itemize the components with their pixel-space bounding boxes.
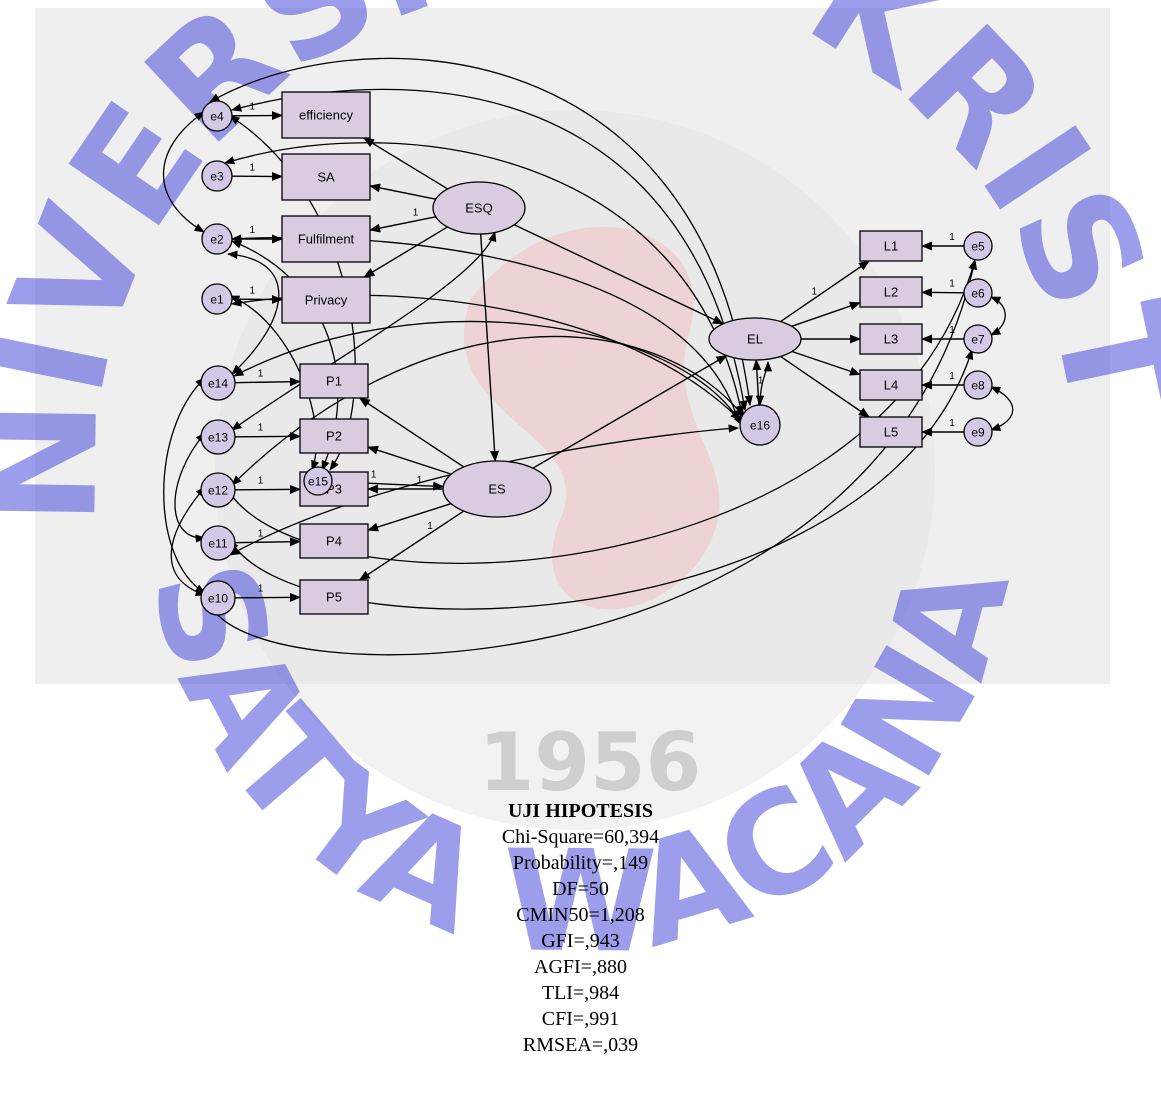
path-e13-to-P2 bbox=[235, 436, 300, 437]
path-weight-label: 1 bbox=[949, 279, 955, 290]
node-SA: SA bbox=[282, 154, 370, 200]
node-ESQ: ESQ bbox=[433, 182, 525, 234]
node-label-P5: P5 bbox=[326, 590, 342, 605]
path-weight-label: 1 bbox=[249, 162, 255, 173]
node-label-e2: e2 bbox=[210, 232, 224, 246]
fit-tli: TLI=,984 bbox=[0, 980, 1161, 1006]
fit-chi-square: Chi-Square=60,394 bbox=[0, 824, 1161, 850]
node-e8: e8 bbox=[964, 371, 992, 399]
node-label-e3: e3 bbox=[210, 169, 224, 183]
path-weight-label: 1 bbox=[949, 232, 955, 243]
path-weight-label: 1 bbox=[949, 371, 955, 382]
node-label-e15: e15 bbox=[308, 474, 328, 488]
node-e12: e12 bbox=[201, 473, 235, 507]
node-label-EL: EL bbox=[747, 332, 763, 347]
path-weight-label: 1 bbox=[250, 225, 256, 236]
node-e2: e2 bbox=[202, 224, 232, 254]
node-e9: e9 bbox=[964, 418, 992, 446]
node-e15: e15 bbox=[304, 467, 332, 495]
node-ES: ES bbox=[443, 461, 551, 517]
node-e16: e16 bbox=[740, 405, 780, 445]
node-label-e10: e10 bbox=[208, 591, 228, 605]
node-label-e6: e6 bbox=[971, 286, 985, 300]
node-label-e5: e5 bbox=[971, 239, 985, 253]
path-weight-label: 1 bbox=[249, 102, 255, 113]
path-weight-label: 1 bbox=[427, 521, 433, 532]
path-weight-label: 1 bbox=[258, 368, 264, 379]
path-weight-label: 1 bbox=[258, 423, 264, 434]
node-efficiency: efficiency bbox=[282, 92, 370, 138]
path-weight-label: 1 bbox=[417, 475, 423, 486]
node-label-e12: e12 bbox=[208, 483, 228, 497]
node-label-e16: e16 bbox=[750, 418, 770, 432]
node-label-e11: e11 bbox=[208, 536, 227, 550]
node-P1: P1 bbox=[300, 364, 368, 398]
node-label-L4: L4 bbox=[884, 378, 898, 393]
path-weight-label: 1 bbox=[949, 418, 955, 429]
fit-df: DF=50 bbox=[0, 876, 1161, 902]
node-label-P1: P1 bbox=[326, 374, 342, 389]
node-label-L5: L5 bbox=[884, 425, 898, 440]
path-e10-to-P5 bbox=[235, 597, 300, 598]
node-L5: L5 bbox=[860, 417, 922, 447]
fit-cfi: CFI=,991 bbox=[0, 1006, 1161, 1032]
node-L2: L2 bbox=[860, 277, 922, 307]
path-e12-to-P3 bbox=[235, 489, 300, 490]
node-e5: e5 bbox=[964, 232, 992, 260]
node-P4: P4 bbox=[300, 524, 368, 558]
node-L4: L4 bbox=[860, 370, 922, 400]
node-e3: e3 bbox=[202, 161, 232, 191]
node-label-ESQ: ESQ bbox=[465, 201, 492, 216]
node-label-Privacy: Privacy bbox=[305, 293, 348, 308]
node-e1: e1 bbox=[202, 284, 232, 314]
node-EL: EL bbox=[709, 318, 801, 360]
node-e4: e4 bbox=[202, 101, 232, 131]
path-weight-label: 1 bbox=[258, 584, 264, 595]
node-e10: e10 bbox=[201, 581, 235, 615]
node-L1: L1 bbox=[860, 231, 922, 261]
node-label-ES: ES bbox=[488, 482, 506, 497]
node-label-Fulfilment: Fulfilment bbox=[298, 232, 355, 247]
node-label-e9: e9 bbox=[971, 425, 985, 439]
node-label-e4: e4 bbox=[210, 109, 224, 123]
node-label-L3: L3 bbox=[884, 332, 898, 347]
node-Fulfilment: Fulfilment bbox=[282, 216, 370, 262]
fit-rmsea: RMSEA=,039 bbox=[0, 1032, 1161, 1058]
path-weight-label: 1 bbox=[249, 285, 255, 296]
node-label-e1: e1 bbox=[210, 292, 224, 306]
node-Privacy: Privacy bbox=[282, 277, 370, 323]
node-e7: e7 bbox=[964, 325, 992, 353]
node-label-efficiency: efficiency bbox=[299, 108, 353, 123]
path-weight-label: 1 bbox=[371, 469, 377, 480]
node-L3: L3 bbox=[860, 324, 922, 354]
fit-agfi: AGFI=,880 bbox=[0, 954, 1161, 980]
path-weight-label: 1 bbox=[812, 286, 818, 297]
node-e14: e14 bbox=[201, 366, 235, 400]
node-e13: e13 bbox=[201, 420, 235, 454]
node-label-L1: L1 bbox=[884, 239, 898, 254]
path-weight-label: 1 bbox=[258, 476, 264, 487]
fit-statistics: UJI HIPOTESIS Chi-Square=60,394 Probabil… bbox=[0, 798, 1161, 1058]
path-weight-label: 1 bbox=[413, 207, 419, 218]
fit-probability: Probability=,149 bbox=[0, 850, 1161, 876]
node-label-SA: SA bbox=[317, 170, 335, 185]
fit-cmin: CMIN50=1,208 bbox=[0, 902, 1161, 928]
watermark-year: 1956 bbox=[479, 716, 702, 809]
node-label-P4: P4 bbox=[326, 534, 342, 549]
node-P2: P2 bbox=[300, 419, 368, 453]
fit-title: UJI HIPOTESIS bbox=[0, 798, 1161, 824]
node-label-L2: L2 bbox=[884, 285, 898, 300]
node-e11: e11 bbox=[201, 526, 235, 560]
node-label-e8: e8 bbox=[971, 378, 985, 392]
node-e6: e6 bbox=[964, 279, 992, 307]
node-label-P2: P2 bbox=[326, 429, 342, 444]
node-label-e7: e7 bbox=[971, 332, 985, 346]
node-P5: P5 bbox=[300, 580, 368, 614]
node-label-e14: e14 bbox=[208, 376, 228, 390]
node-label-e13: e13 bbox=[208, 430, 228, 444]
fit-gfi: GFI=,943 bbox=[0, 928, 1161, 954]
